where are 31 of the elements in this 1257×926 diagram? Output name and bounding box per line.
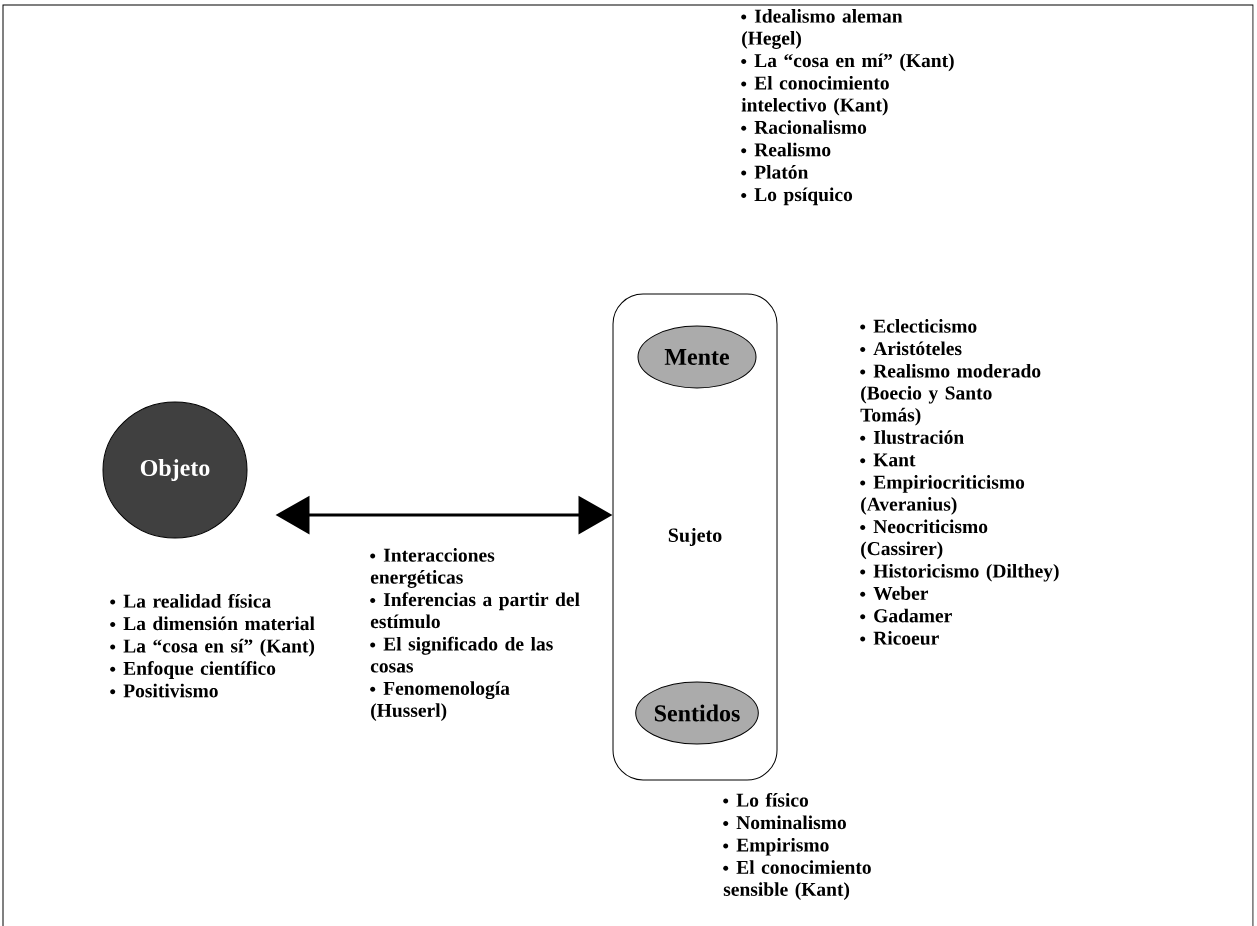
bullet-item: Lo psíquico: [741, 187, 853, 206]
bullet-item: Realismo moderado (Boecio y Santo Tomás): [860, 363, 1041, 426]
bullet-item: La “cosa en sí” (Kant): [110, 638, 315, 657]
bullet-item: El significado de las cosas: [370, 636, 553, 673]
bullet-item: Historicismo (Dilthey): [860, 563, 1059, 582]
bullet-item: Kant: [860, 453, 916, 467]
bullet-item: Racionalismo: [741, 120, 867, 134]
bullet-item: El conocimiento sensible (Kant): [723, 860, 871, 900]
bullet-item: Aristóteles: [860, 341, 962, 356]
bullet-item: Nominalismo: [723, 815, 846, 830]
bullet-item: Positivismo: [110, 683, 218, 698]
bullet-item: Empiriocriticismo (Averanius): [860, 475, 1025, 515]
bullet-item: La “cosa en mí” (Kant): [741, 53, 954, 72]
bullet-item: Enfoque científico: [110, 661, 276, 679]
bullet-item: Lo físico: [723, 792, 809, 807]
bullet-item: Ilustración: [860, 430, 964, 445]
bullet-item: Interacciones energéticas: [370, 548, 495, 588]
bullet-item: Platón: [741, 165, 809, 179]
bullet-item: La realidad física: [110, 593, 271, 608]
bullet-item: Idealismo aleman (Hegel): [741, 9, 903, 49]
bullet-item: Neocriticismo (Cassirer): [860, 519, 988, 560]
bullet-item: Weber: [860, 586, 929, 601]
bullet-item: La dimensión material: [110, 616, 315, 631]
bullet-item: El conocimiento intelectivo (Kant): [741, 75, 889, 116]
bullet-item: Gadamer: [860, 608, 952, 623]
bullet-item: Ricoeur: [860, 631, 939, 645]
bullet-item: Fenomenología (Husserl): [370, 681, 510, 721]
bullet-item: Realismo: [741, 142, 831, 157]
bullet-item: Inferencias a partir del estímulo: [370, 592, 580, 629]
bullet-item: Empirismo: [723, 837, 829, 856]
bullet-item: Eclecticismo: [860, 319, 977, 333]
